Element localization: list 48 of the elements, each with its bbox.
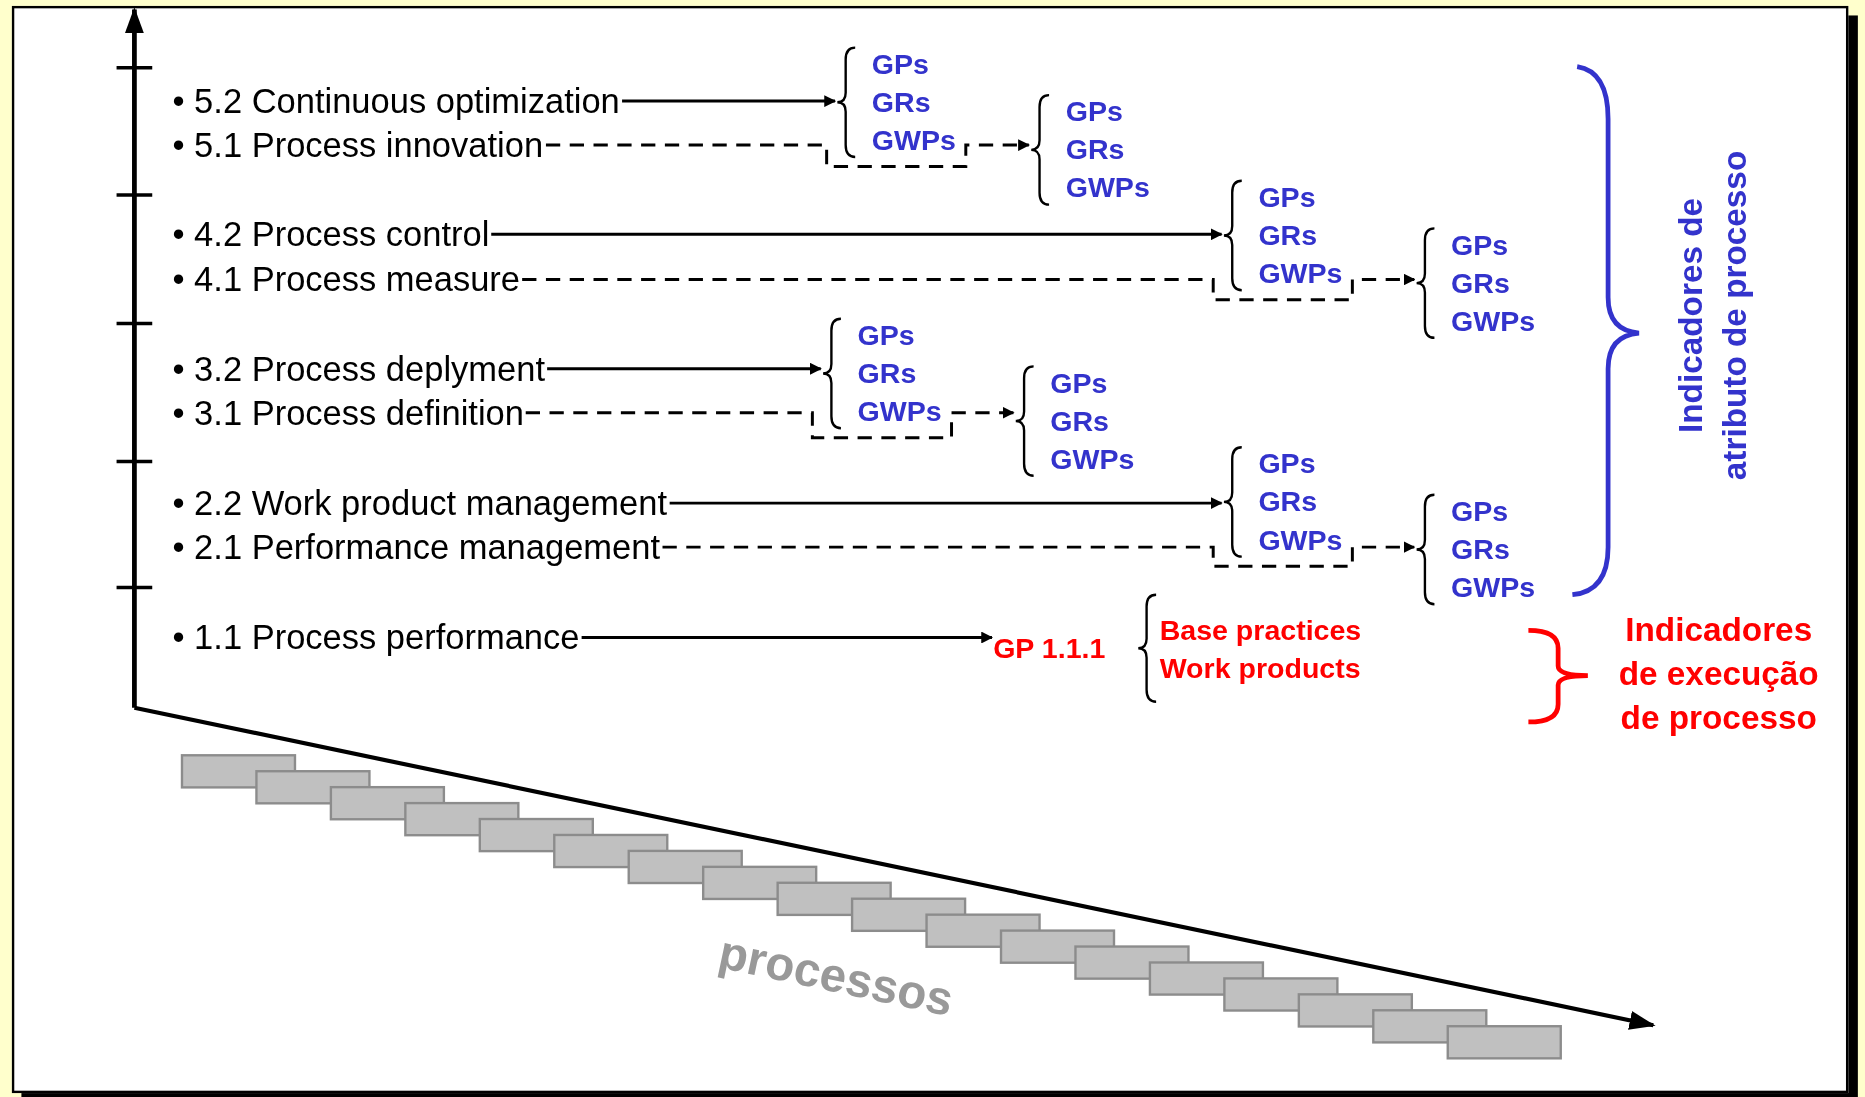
capability-level-label: • 5.2 Continuous optimization	[172, 80, 620, 122]
indicator-text: GWPs	[857, 393, 942, 429]
indicator-text: GWPs	[1065, 170, 1150, 206]
indicator-text: GRs	[1065, 132, 1125, 168]
indicator-text: GRs	[1258, 484, 1318, 520]
capability-level-label: • 4.2 Process control	[172, 214, 490, 255]
arrow	[545, 139, 1031, 168]
practice-code: GP 1.1.1	[993, 628, 1106, 669]
indicator-text: GWPs	[1050, 441, 1135, 477]
indicator-text: GWPs	[1258, 255, 1343, 292]
arrow	[622, 95, 837, 108]
capability-level-label: • 2.1 Performance management	[172, 526, 661, 568]
side-label: Indicadores de execução de processo	[1617, 610, 1820, 739]
indicator-text: GRs	[1451, 531, 1510, 567]
indicator-text: GPs	[1451, 227, 1509, 263]
indicator-text: GRs	[1258, 217, 1318, 253]
indicator-text: GWPs	[871, 122, 956, 158]
indicator-text: GWPs	[1451, 303, 1536, 339]
capability-level-label: • 1.1 Process performance	[172, 617, 580, 658]
indicator-text: GPs	[1050, 365, 1108, 401]
indicator-text: GPs	[1258, 179, 1316, 215]
indicator-text: GPs	[857, 317, 915, 353]
arrow	[525, 406, 1015, 440]
arrow	[669, 497, 1223, 510]
indicator-text: GRs	[857, 355, 917, 391]
indicator-text: Work products	[1159, 650, 1361, 686]
capability-level-label: • 4.1 Process measure	[172, 259, 521, 300]
indicator-text: GPs	[1258, 446, 1316, 482]
capability-level-label: • 5.1 Process innovation	[172, 124, 544, 166]
indicator-text: GRs	[1451, 265, 1510, 301]
indicator-text: GRs	[1050, 403, 1109, 439]
capability-level-label: • 2.2 Work product management	[172, 482, 668, 524]
axis-label: processos	[713, 923, 960, 1028]
arrow	[522, 273, 1416, 302]
capability-level-label: • 3.1 Process definition	[172, 392, 524, 433]
indicator-text: GPs	[1451, 493, 1509, 529]
arrow	[491, 228, 1223, 241]
indicator-text: Base practices	[1159, 612, 1362, 648]
arrow	[662, 541, 1416, 568]
arrow	[581, 631, 994, 644]
capability-level-label: • 3.2 Process deplyment	[172, 348, 545, 389]
indicator-text: GRs	[871, 84, 931, 120]
indicator-text: GPs	[1065, 94, 1123, 130]
side-label: Indicadores de atributo de processo	[1671, 149, 1755, 483]
arrow	[547, 362, 822, 375]
indicator-text: GWPs	[1258, 522, 1343, 558]
indicator-text: GWPs	[1451, 569, 1536, 606]
indicator-text: GPs	[871, 46, 929, 82]
